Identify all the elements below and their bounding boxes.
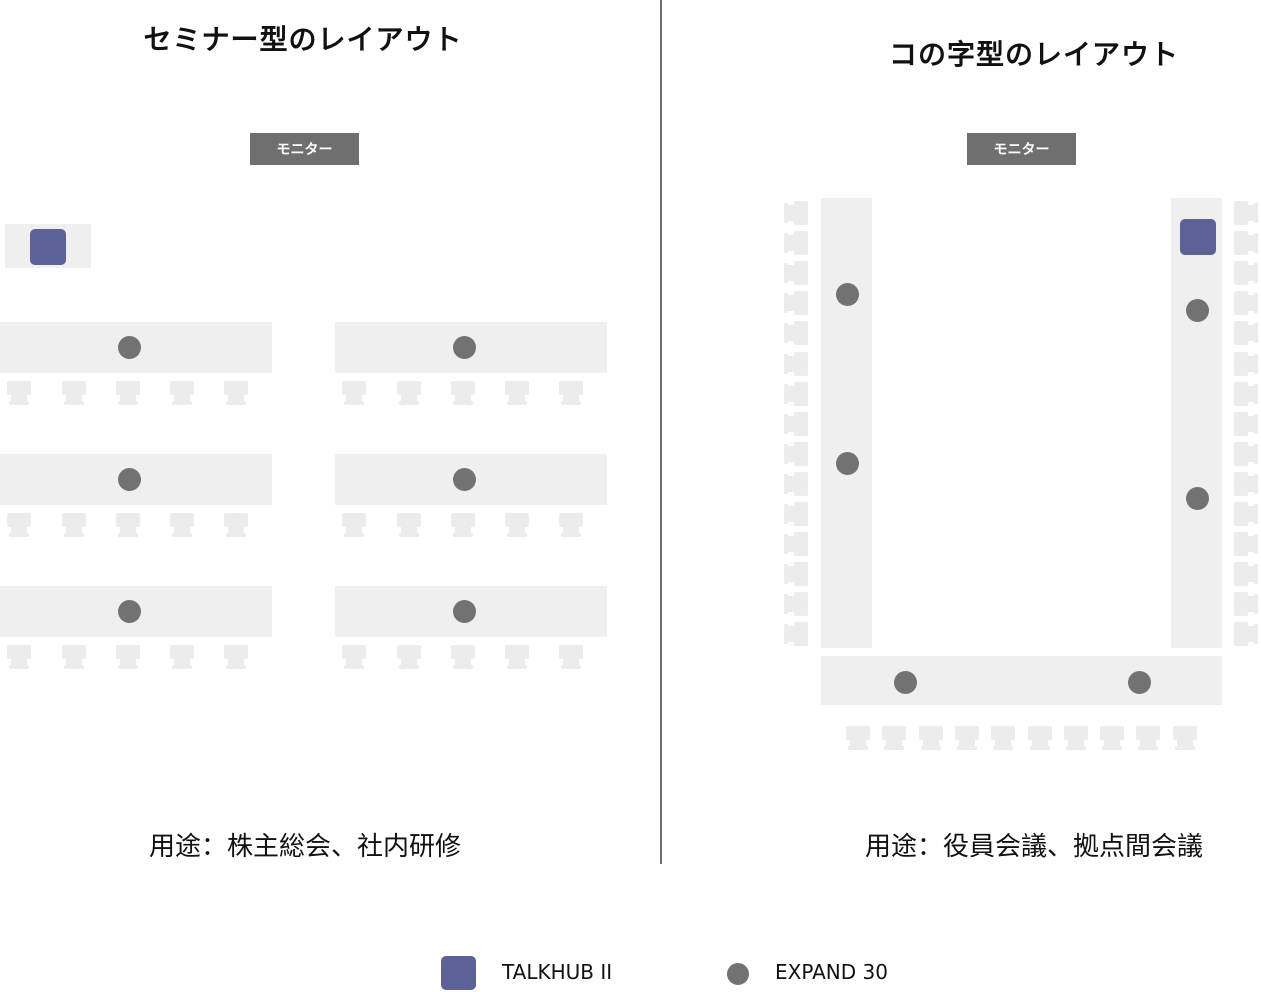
- u-shape-table-left: [821, 198, 872, 648]
- seminar-talkhub-device: [30, 229, 66, 265]
- chair-icon: [558, 512, 584, 542]
- chair-icon: [954, 725, 980, 755]
- seminar-usage: 用途：株主総会、社内研修: [148, 832, 462, 862]
- chair-icon: [783, 320, 809, 350]
- chair-icon: [1233, 290, 1259, 320]
- chair-icon: [396, 380, 422, 410]
- chair-icon: [223, 512, 249, 542]
- chair-icon: [1063, 725, 1089, 755]
- chair-icon: [396, 512, 422, 542]
- chair-icon: [1233, 501, 1259, 531]
- legend-expand-label: EXPAND 30: [775, 960, 888, 984]
- seminar-expand-device: [118, 468, 141, 491]
- chair-icon: [450, 644, 476, 674]
- seminar-monitor: モニター: [250, 133, 359, 165]
- chair-icon: [169, 380, 195, 410]
- chair-icon: [1135, 725, 1161, 755]
- chair-icon: [783, 441, 809, 471]
- seminar-expand-device: [453, 468, 476, 491]
- chair-icon: [61, 512, 87, 542]
- u-shape-expand-device: [836, 283, 859, 306]
- chair-icon: [6, 644, 32, 674]
- chair-icon: [990, 725, 1016, 755]
- panel-divider: [660, 0, 662, 864]
- chair-icon: [783, 200, 809, 230]
- chair-icon: [341, 512, 367, 542]
- chair-icon: [504, 644, 530, 674]
- chair-icon: [61, 644, 87, 674]
- chair-icon: [783, 351, 809, 381]
- chair-icon: [783, 471, 809, 501]
- chair-icon: [115, 644, 141, 674]
- chair-icon: [783, 381, 809, 411]
- chair-icon: [504, 512, 530, 542]
- chair-icon: [1233, 561, 1259, 591]
- chair-icon: [1233, 531, 1259, 561]
- u-shape-talkhub-device: [1180, 219, 1216, 255]
- u-shape-title: コの字型のレイアウト: [888, 38, 1180, 71]
- u-shape-monitor: モニター: [967, 133, 1076, 165]
- chair-icon: [1233, 471, 1259, 501]
- u-shape-table-right: [1171, 198, 1222, 648]
- chair-icon: [450, 380, 476, 410]
- chair-icon: [783, 591, 809, 621]
- chair-icon: [450, 512, 476, 542]
- chair-icon: [223, 380, 249, 410]
- u-shape-expand-device: [1128, 671, 1151, 694]
- legend-talkhub-label: TALKHUB II: [502, 960, 613, 984]
- chair-icon: [558, 380, 584, 410]
- chair-icon: [1233, 351, 1259, 381]
- chair-icon: [341, 380, 367, 410]
- chair-icon: [1233, 260, 1259, 290]
- chair-icon: [558, 644, 584, 674]
- chair-icon: [783, 260, 809, 290]
- seminar-expand-device: [118, 336, 141, 359]
- chair-icon: [783, 501, 809, 531]
- chair-icon: [1233, 230, 1259, 260]
- chair-icon: [918, 725, 944, 755]
- seminar-expand-device: [453, 600, 476, 623]
- chair-icon: [1233, 381, 1259, 411]
- u-shape-expand-device: [1186, 487, 1209, 510]
- chair-icon: [1172, 725, 1198, 755]
- u-shape-expand-device: [1186, 299, 1209, 322]
- chair-icon: [6, 512, 32, 542]
- chair-icon: [881, 725, 907, 755]
- chair-icon: [1233, 411, 1259, 441]
- chair-icon: [504, 380, 530, 410]
- chair-icon: [341, 644, 367, 674]
- u-shape-usage: 用途：役員会議、拠点間会議: [864, 832, 1204, 862]
- chair-icon: [783, 230, 809, 260]
- u-shape-table-bottom: [821, 656, 1222, 705]
- chair-icon: [1027, 725, 1053, 755]
- legend-talkhub-icon: [441, 956, 476, 990]
- chair-icon: [783, 561, 809, 591]
- chair-icon: [783, 411, 809, 441]
- chair-icon: [1233, 591, 1259, 621]
- u-shape-expand-device: [836, 452, 859, 475]
- chair-icon: [169, 644, 195, 674]
- seminar-title: セミナー型のレイアウト: [143, 23, 463, 56]
- chair-icon: [1233, 621, 1259, 651]
- chair-icon: [115, 512, 141, 542]
- chair-icon: [169, 512, 195, 542]
- legend-expand-icon: [727, 963, 749, 985]
- u-shape-expand-device: [894, 671, 917, 694]
- chair-icon: [1233, 200, 1259, 230]
- seminar-expand-device: [118, 600, 141, 623]
- chair-icon: [1099, 725, 1125, 755]
- chair-icon: [783, 621, 809, 651]
- chair-icon: [6, 380, 32, 410]
- chair-icon: [115, 380, 141, 410]
- chair-icon: [61, 380, 87, 410]
- chair-icon: [783, 531, 809, 561]
- chair-icon: [1233, 320, 1259, 350]
- chair-icon: [783, 290, 809, 320]
- chair-icon: [1233, 441, 1259, 471]
- chair-icon: [396, 644, 422, 674]
- chair-icon: [845, 725, 871, 755]
- seminar-expand-device: [453, 336, 476, 359]
- chair-icon: [223, 644, 249, 674]
